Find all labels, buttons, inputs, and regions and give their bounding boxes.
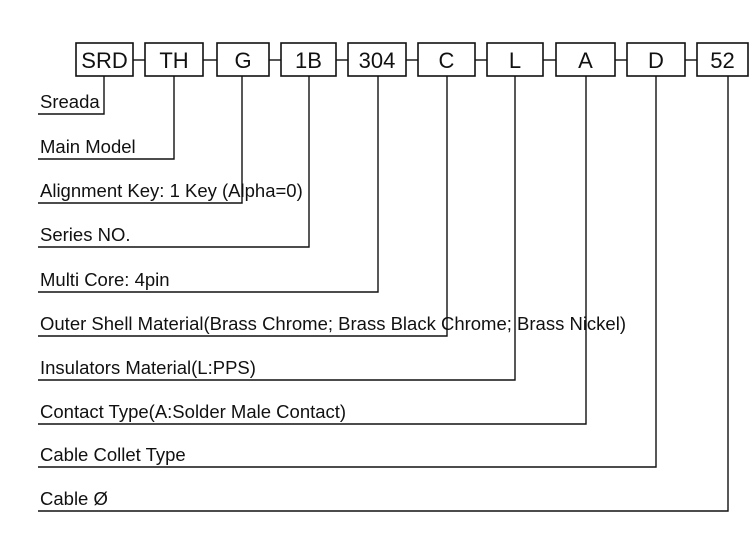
- segment-label-a: A: [578, 48, 593, 73]
- segment-box-g: G: [216, 42, 270, 77]
- leader-line: [38, 76, 516, 381]
- description-insulators-material: Insulators Material(L:PPS): [40, 357, 256, 378]
- leader-line: [38, 76, 175, 160]
- leader-line: [38, 76, 657, 468]
- segment-label-c: C: [439, 48, 455, 73]
- segment-box-l: L: [486, 42, 544, 77]
- segment-box-a: A: [555, 42, 616, 77]
- segment-label-th: TH: [159, 48, 188, 73]
- leader-line: [38, 76, 105, 115]
- segment-label-l: L: [509, 48, 521, 73]
- leader-line: [38, 76, 243, 204]
- segment-label-1b: 1B: [295, 48, 322, 73]
- leader-line: [38, 76, 310, 248]
- description-labels: Sreada Main Model Alignment Key: 1 Key (…: [40, 91, 626, 509]
- segment-label-d: D: [648, 48, 664, 73]
- segment-box-th: TH: [144, 42, 204, 77]
- segment-box-1b: 1B: [280, 42, 337, 77]
- leader-line: [38, 76, 729, 512]
- description-alignment-key: Alignment Key: 1 Key (Alpha=0): [40, 180, 303, 201]
- segment-box-srd: SRD: [75, 42, 134, 77]
- segment-label-52: 52: [710, 48, 734, 73]
- description-outer-shell-material: Outer Shell Material(Brass Chrome; Brass…: [40, 313, 626, 334]
- leader-line: [38, 76, 379, 293]
- segment-box-c: C: [417, 42, 476, 77]
- description-multi-core: Multi Core: 4pin: [40, 269, 170, 290]
- description-brand: Sreada: [40, 91, 100, 112]
- leader-lines: [38, 76, 729, 512]
- description-cable-diameter: Cable Ø: [40, 488, 108, 509]
- segment-label-304: 304: [359, 48, 396, 73]
- segment-box-d: D: [626, 42, 686, 77]
- segment-box-304: 304: [347, 42, 407, 77]
- segment-box-52: 52: [696, 42, 749, 77]
- segment-label-g: G: [234, 48, 251, 73]
- description-main-model: Main Model: [40, 136, 136, 157]
- leader-line: [38, 76, 448, 337]
- description-cable-collet-type: Cable Collet Type: [40, 444, 186, 465]
- leader-line: [38, 76, 587, 425]
- description-series-no: Series NO.: [40, 224, 130, 245]
- description-contact-type: Contact Type(A:Solder Male Contact): [40, 401, 346, 422]
- segment-label-srd: SRD: [81, 48, 127, 73]
- code-segment-boxes: SRD TH G 1B 304 C: [75, 42, 749, 77]
